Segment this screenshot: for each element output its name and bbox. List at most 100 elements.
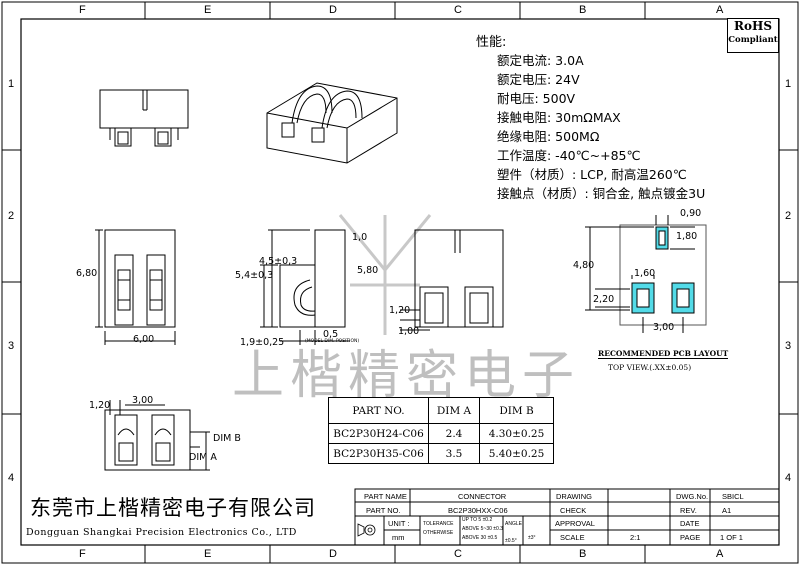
angle-tolerance: ±0.5° [505, 538, 517, 544]
dwg-value: SBICL [722, 492, 744, 501]
dim-front-height: 6,80 [76, 268, 98, 279]
zone-right-4: 4 [785, 472, 792, 484]
tol-row: ABOVE 30 ±0.5 [462, 535, 498, 541]
dwg-label: DWG.No. [676, 492, 709, 501]
zone-right-3: 3 [785, 340, 792, 352]
top-view-drawing [99, 89, 189, 147]
drawing-label: DRAWING [556, 492, 592, 501]
dim-back-top: 1,0 [352, 232, 368, 243]
spec-line: 接触电阻: 30mΩMAX [497, 110, 621, 125]
zone-bottom-b: B [579, 548, 587, 560]
part-name-value: CONNECTOR [458, 492, 507, 501]
watermark: 上楷精密电子 [232, 346, 581, 406]
table-row: BC2P30H35-C06 3.5 5.40±0.25 [328, 443, 554, 464]
dim-b-cell: 5.40±0.25 [479, 443, 554, 464]
part-no-value: BC2P30HXX-C06 [448, 506, 508, 515]
scale-value: 2:1 [630, 533, 641, 542]
zone-top-d: D [329, 4, 337, 16]
spec-line: 接触点（材质）: 铜合金, 触点镀金3U [497, 186, 706, 201]
rohs-compliant: Compliant [728, 35, 778, 45]
zone-top-b: B [579, 4, 587, 16]
company-name-en: Dongguan Shangkai Precision Electronics … [26, 527, 297, 538]
front-view-drawing [95, 229, 176, 345]
dim-side-h1: 4,5±0,3 [259, 256, 298, 267]
rohs-badge: RoHS Compliant [727, 18, 779, 53]
zone-top-a: A [716, 4, 724, 16]
projection-symbol [357, 523, 376, 537]
zone-bottom-c: C [454, 548, 462, 560]
zone-top-c: C [454, 4, 462, 16]
dim-bottom-pin: 1,20 [89, 400, 111, 411]
table-row: BC2P30H24-C06 2.4 4.30±0.25 [328, 423, 554, 444]
part-number-cell: BC2P30H24-C06 [328, 423, 429, 444]
dim-pcb-h3: 2,20 [593, 294, 615, 305]
tol-row: ABOVE 5~30 ±0.3 [462, 526, 503, 532]
part-number-cell: BC2P30H35-C06 [328, 443, 429, 464]
side-view-drawing [260, 229, 350, 345]
part-no-label: PART NO. [366, 506, 401, 515]
tol-row: UP TO 5 ±0.2 [462, 517, 493, 523]
zone-top-f: F [79, 4, 86, 16]
page-label: PAGE [680, 533, 701, 542]
zone-top-e: E [204, 4, 212, 16]
company-name-cn: 东莞市上楷精密电子有限公司 [30, 496, 316, 520]
dim-pcb-w2: 1,60 [634, 268, 656, 279]
dim-back-pitch: 1,00 [398, 326, 420, 337]
side-note: (MODEL DIM. POSITION) [305, 339, 360, 344]
dim-side-h2: 5,4±0,3 [235, 270, 274, 281]
spec-line: 额定电压: 24V [497, 72, 580, 87]
watermark-logo [338, 214, 432, 335]
dim-pcb-h1: 1,80 [676, 231, 698, 242]
check-label: CHECK [560, 506, 587, 515]
dim-side-offset: 1,9±0,25 [240, 337, 285, 348]
zone-bottom-a: A [716, 548, 724, 560]
dim-a-cell: 3.5 [428, 443, 480, 464]
zone-left-4: 4 [8, 472, 15, 484]
dim-pcb-w1: 0,90 [680, 208, 702, 219]
angle-label: ANGLE [505, 521, 522, 527]
dim-pcb-h2: 4,80 [573, 260, 595, 271]
rev-value: A1 [722, 506, 732, 515]
date-label: DATE [680, 519, 700, 528]
zone-left-3: 3 [8, 340, 15, 352]
spec-line: 工作温度: -40℃~+85℃ [497, 148, 641, 163]
spec-line: 耐电压: 500V [497, 91, 576, 106]
scale-label: SCALE [560, 533, 585, 542]
zone-bottom-d: D [329, 548, 337, 560]
rev-label: REV. [680, 506, 697, 515]
dim-pcb-pitch: 3,00 [653, 322, 675, 333]
pcb-caption-title: RECOMMENDED PCB LAYOUT [598, 349, 729, 359]
dim-b-label: DIM B [213, 433, 241, 444]
approval-label: APPROVAL [555, 519, 595, 528]
rohs-label: RoHS [734, 19, 772, 33]
zone-left-2: 2 [8, 210, 15, 222]
dim-b-cell: 4.30±0.25 [479, 423, 554, 444]
bottom-view-drawing [104, 400, 210, 471]
part-table: PART NO. DIM A DIM B BC2P30H24-C06 2.4 4… [328, 397, 554, 464]
isometric-view [266, 82, 398, 164]
page-value: 1 OF 1 [720, 533, 743, 542]
spec-line: 额定电流: 3.0A [497, 53, 584, 68]
part-table-header: DIM B [479, 397, 554, 424]
zone-right-1: 1 [785, 78, 792, 90]
spec-line: 绝缘电阻: 500MΩ [497, 129, 600, 144]
dim-back-pin: 1,20 [389, 305, 411, 316]
zone-bottom-e: E [204, 548, 212, 560]
dim-side-pin: 0,5 [323, 329, 339, 340]
spec-title: 性能: [476, 35, 507, 50]
otherwise-label: OTHERWISE [423, 530, 454, 536]
pcb-layout-drawing [585, 215, 707, 333]
unit-value: mm [392, 533, 405, 542]
spec-line: 塑件（材质）: LCP, 耐高温260℃ [497, 167, 687, 182]
unit-label: UNIT : [388, 519, 410, 528]
dim-bottom-pitch: 3,00 [132, 395, 154, 406]
back-view-drawing [400, 229, 504, 331]
pcb-caption-view: TOP VIEW.(.XX±0.05) [608, 363, 692, 372]
tolerance-label: TOLERANCE [423, 521, 454, 527]
angle-value: ±3° [528, 535, 536, 541]
zone-left-1: 1 [8, 78, 15, 90]
dim-back-height: 5,80 [357, 265, 379, 276]
part-name-label: PART NAME [364, 492, 407, 501]
zone-right-2: 2 [785, 210, 792, 222]
